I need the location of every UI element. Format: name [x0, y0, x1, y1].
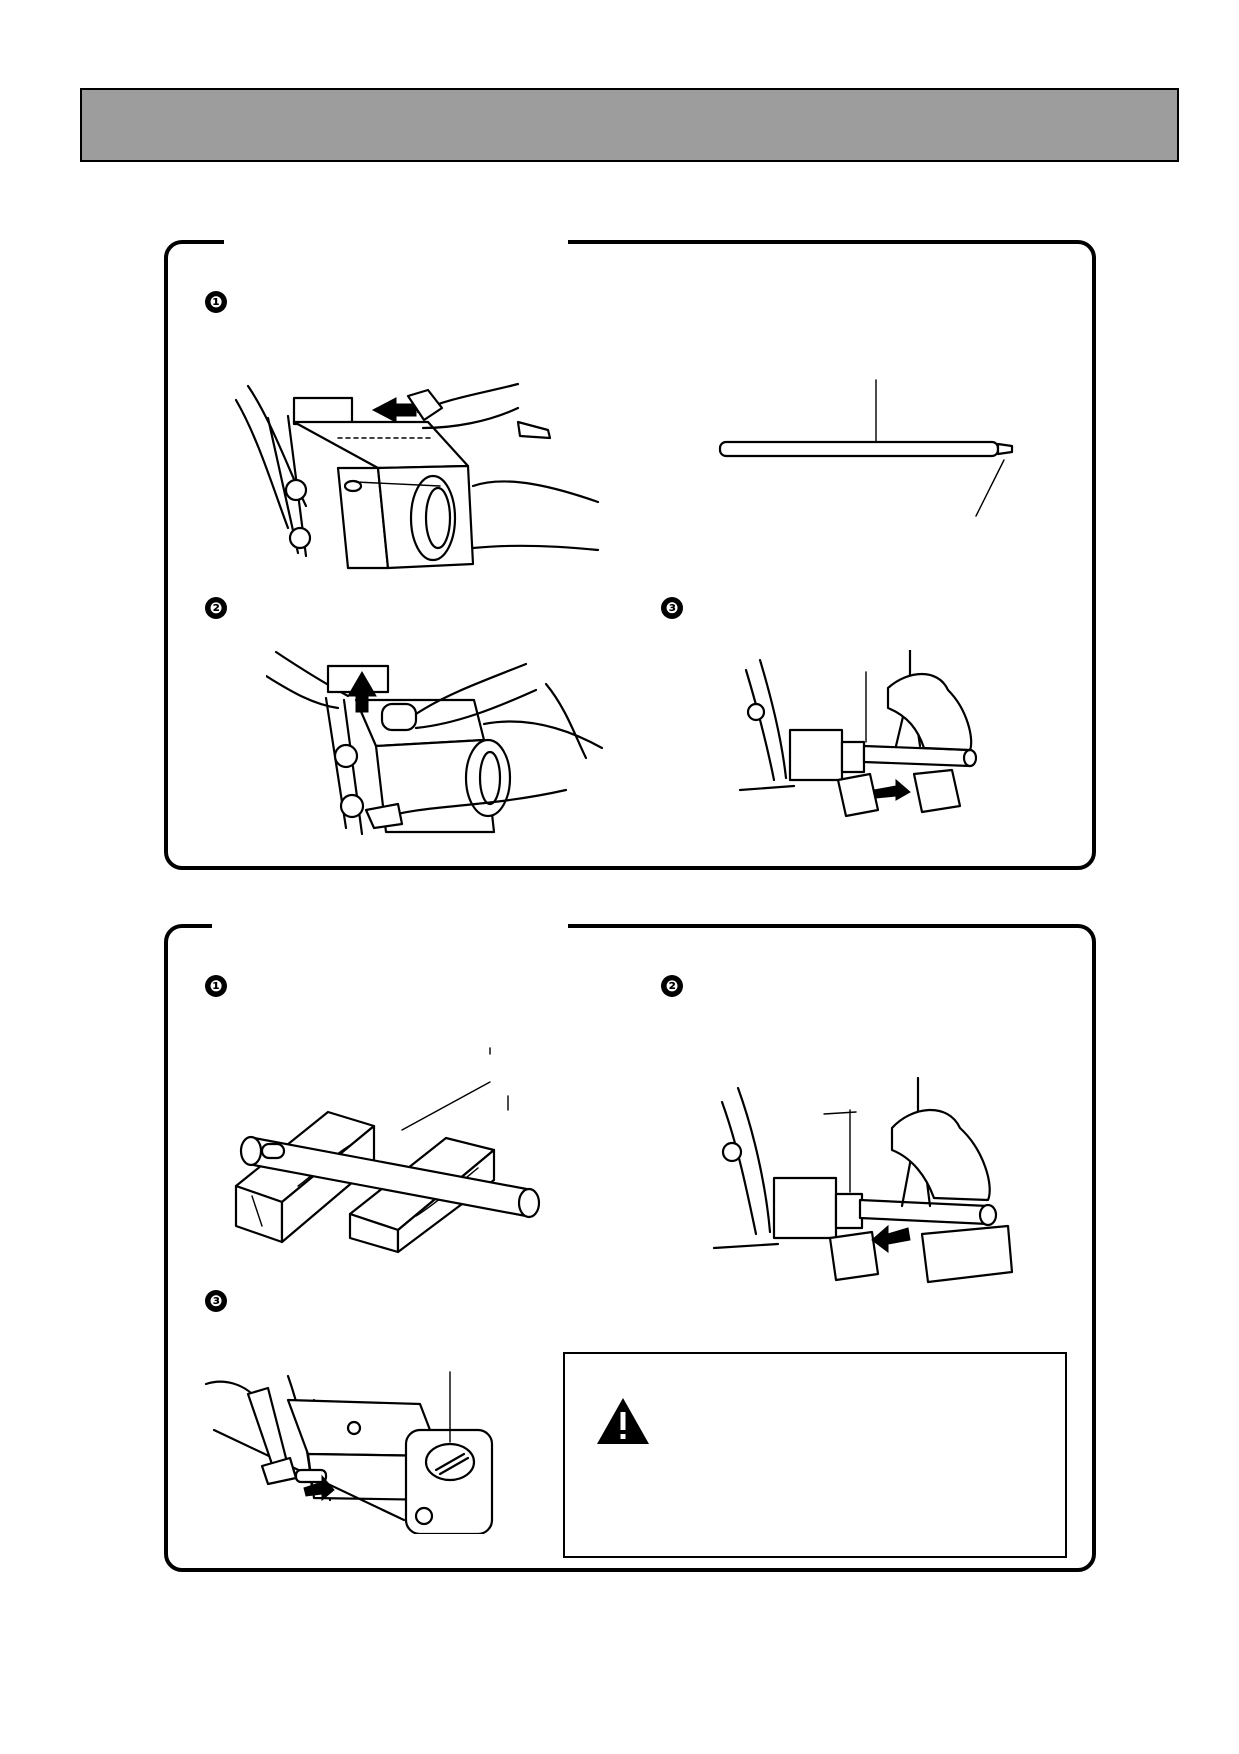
- shaft-pull-out-illustration: [738, 650, 978, 818]
- removal-step-1-number: ❶: [205, 291, 227, 313]
- pin-hammering-illustration: [204, 1371, 494, 1534]
- install-panel-tab: [212, 920, 568, 936]
- shaft-push-in-illustration: [712, 1076, 1014, 1284]
- install-step-1-number: ❶: [205, 975, 227, 997]
- lift-retainer-illustration: [266, 650, 604, 836]
- steel-bar-illustration: [718, 379, 1014, 517]
- install-step-3-number: ❸: [205, 1290, 227, 1312]
- caution-box: [563, 1352, 1067, 1558]
- removal-step-2-number: ❷: [205, 597, 227, 619]
- removal-panel: [164, 236, 1096, 870]
- pin-removal-illustration: [234, 382, 600, 570]
- removal-panel-tab: [224, 236, 568, 252]
- install-step-2-number: ❷: [661, 975, 683, 997]
- removal-step-3-number: ❸: [661, 597, 683, 619]
- warning-triangle-icon: [597, 1398, 649, 1444]
- header-bar: [80, 88, 1179, 162]
- shaft-on-blocks-illustration: [234, 1047, 541, 1254]
